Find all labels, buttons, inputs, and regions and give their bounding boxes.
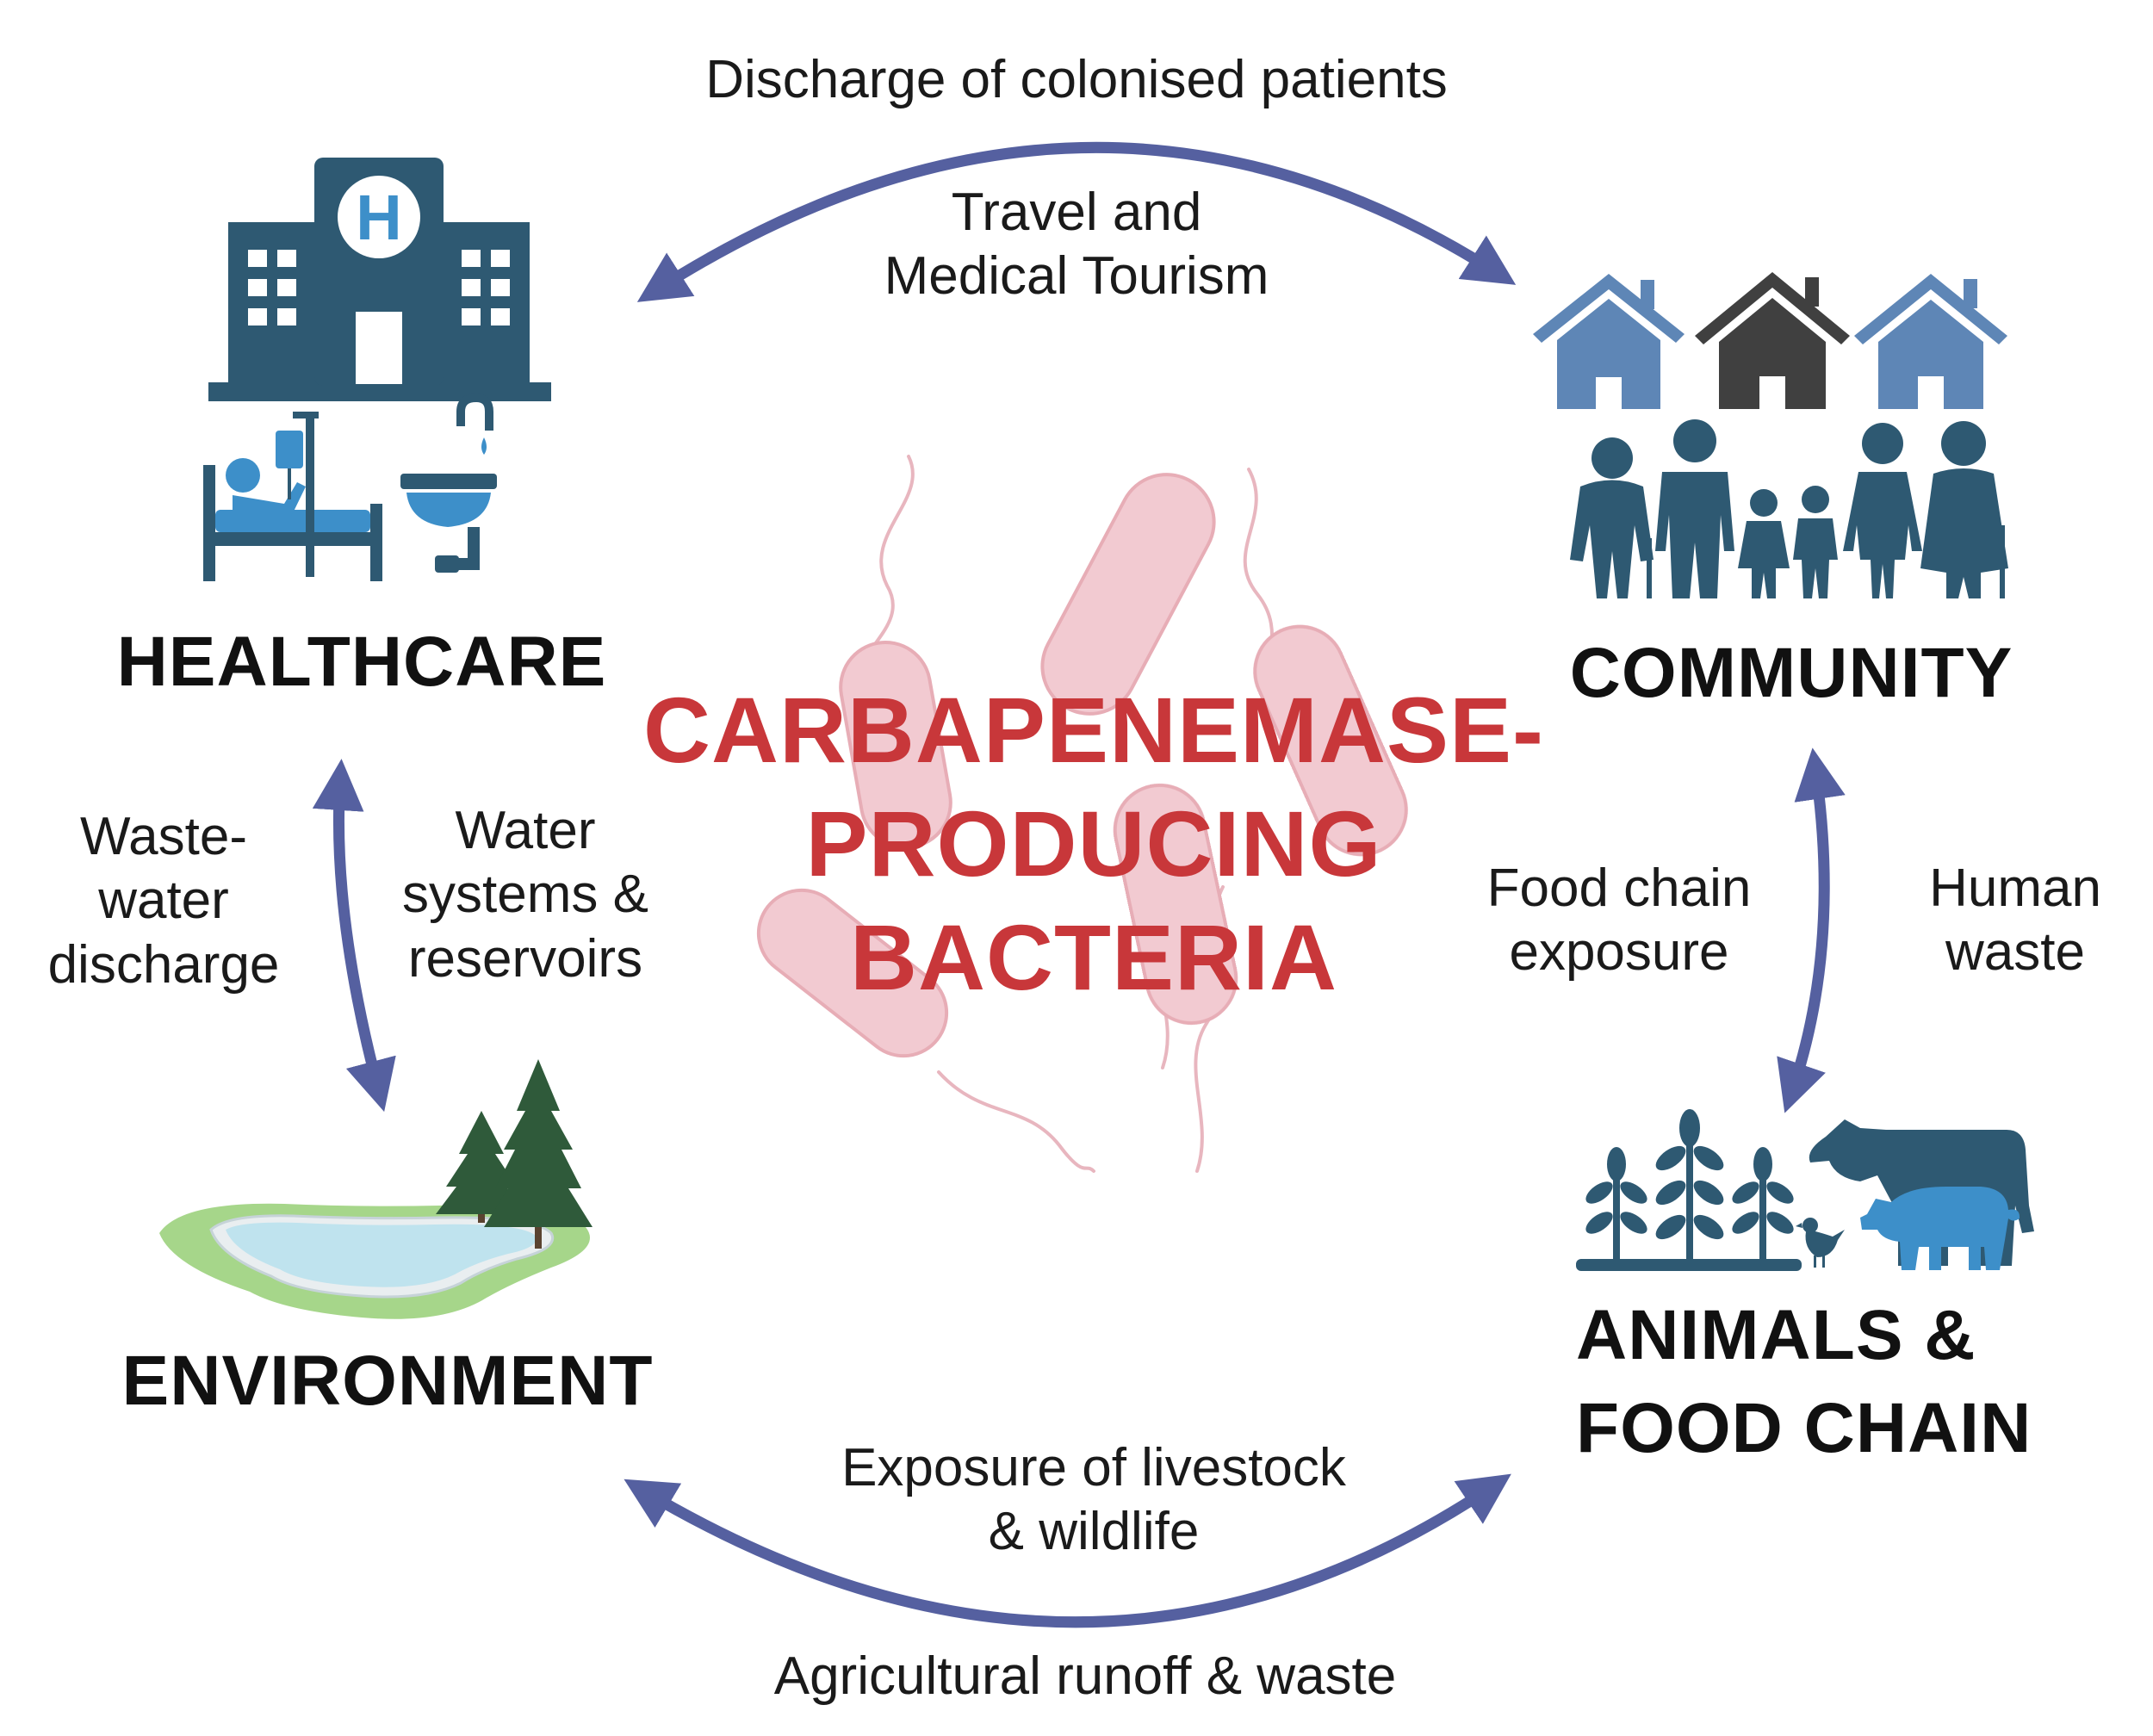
svg-text:H: H: [356, 182, 401, 253]
label-agricultural-runoff-waste: Agricultural runoff & waste: [773, 1646, 1397, 1706]
plants-icon: [1576, 1109, 1802, 1271]
node-healthcare: HEALTHCARE: [116, 623, 607, 701]
sink-icon: [400, 393, 497, 573]
label-discharge-colonised-patients: Discharge of colonised patients: [705, 50, 1448, 109]
houses-icon: [1533, 272, 2007, 409]
label-travel-medical-tourism: Travel and Medical Tourism: [884, 183, 1269, 307]
node-animals-food-chain: ANIMALS & FOOD CHAIN: [1576, 1296, 2032, 1468]
hospital-building-icon: H: [208, 158, 551, 401]
family-people-icon: [1570, 419, 2008, 598]
node-community: COMMUNITY: [1569, 634, 2013, 712]
pine-trees-icon: [436, 1059, 593, 1249]
arrow-right: [1777, 747, 1846, 1113]
label-exposure-livestock-wildlife: Exposure of livestock & wildlife: [841, 1438, 1346, 1562]
arrow-left: [312, 759, 396, 1113]
chicken-icon: [1796, 1218, 1845, 1268]
label-food-chain-exposure: Food chain exposure: [1486, 859, 1752, 983]
label-wastewater-discharge: Waste- water discharge: [47, 807, 280, 995]
label-water-systems-reservoirs: Water systems & reservoirs: [402, 801, 648, 989]
center-title: CARBAPENEMASE- PRODUCING BACTERIA: [642, 678, 1545, 1009]
pig-icon: [1860, 1187, 2020, 1270]
arrow-top: [636, 141, 1517, 302]
patient-bed-icon: [203, 412, 382, 581]
node-environment: ENVIRONMENT: [121, 1342, 654, 1420]
bacteria-icon: [756, 455, 1408, 1173]
label-human-waste: Human waste: [1929, 859, 2101, 983]
cycle-arrows: [312, 141, 1846, 1628]
arrow-bottom: [624, 1473, 1511, 1628]
pond-icon: [159, 1203, 590, 1319]
